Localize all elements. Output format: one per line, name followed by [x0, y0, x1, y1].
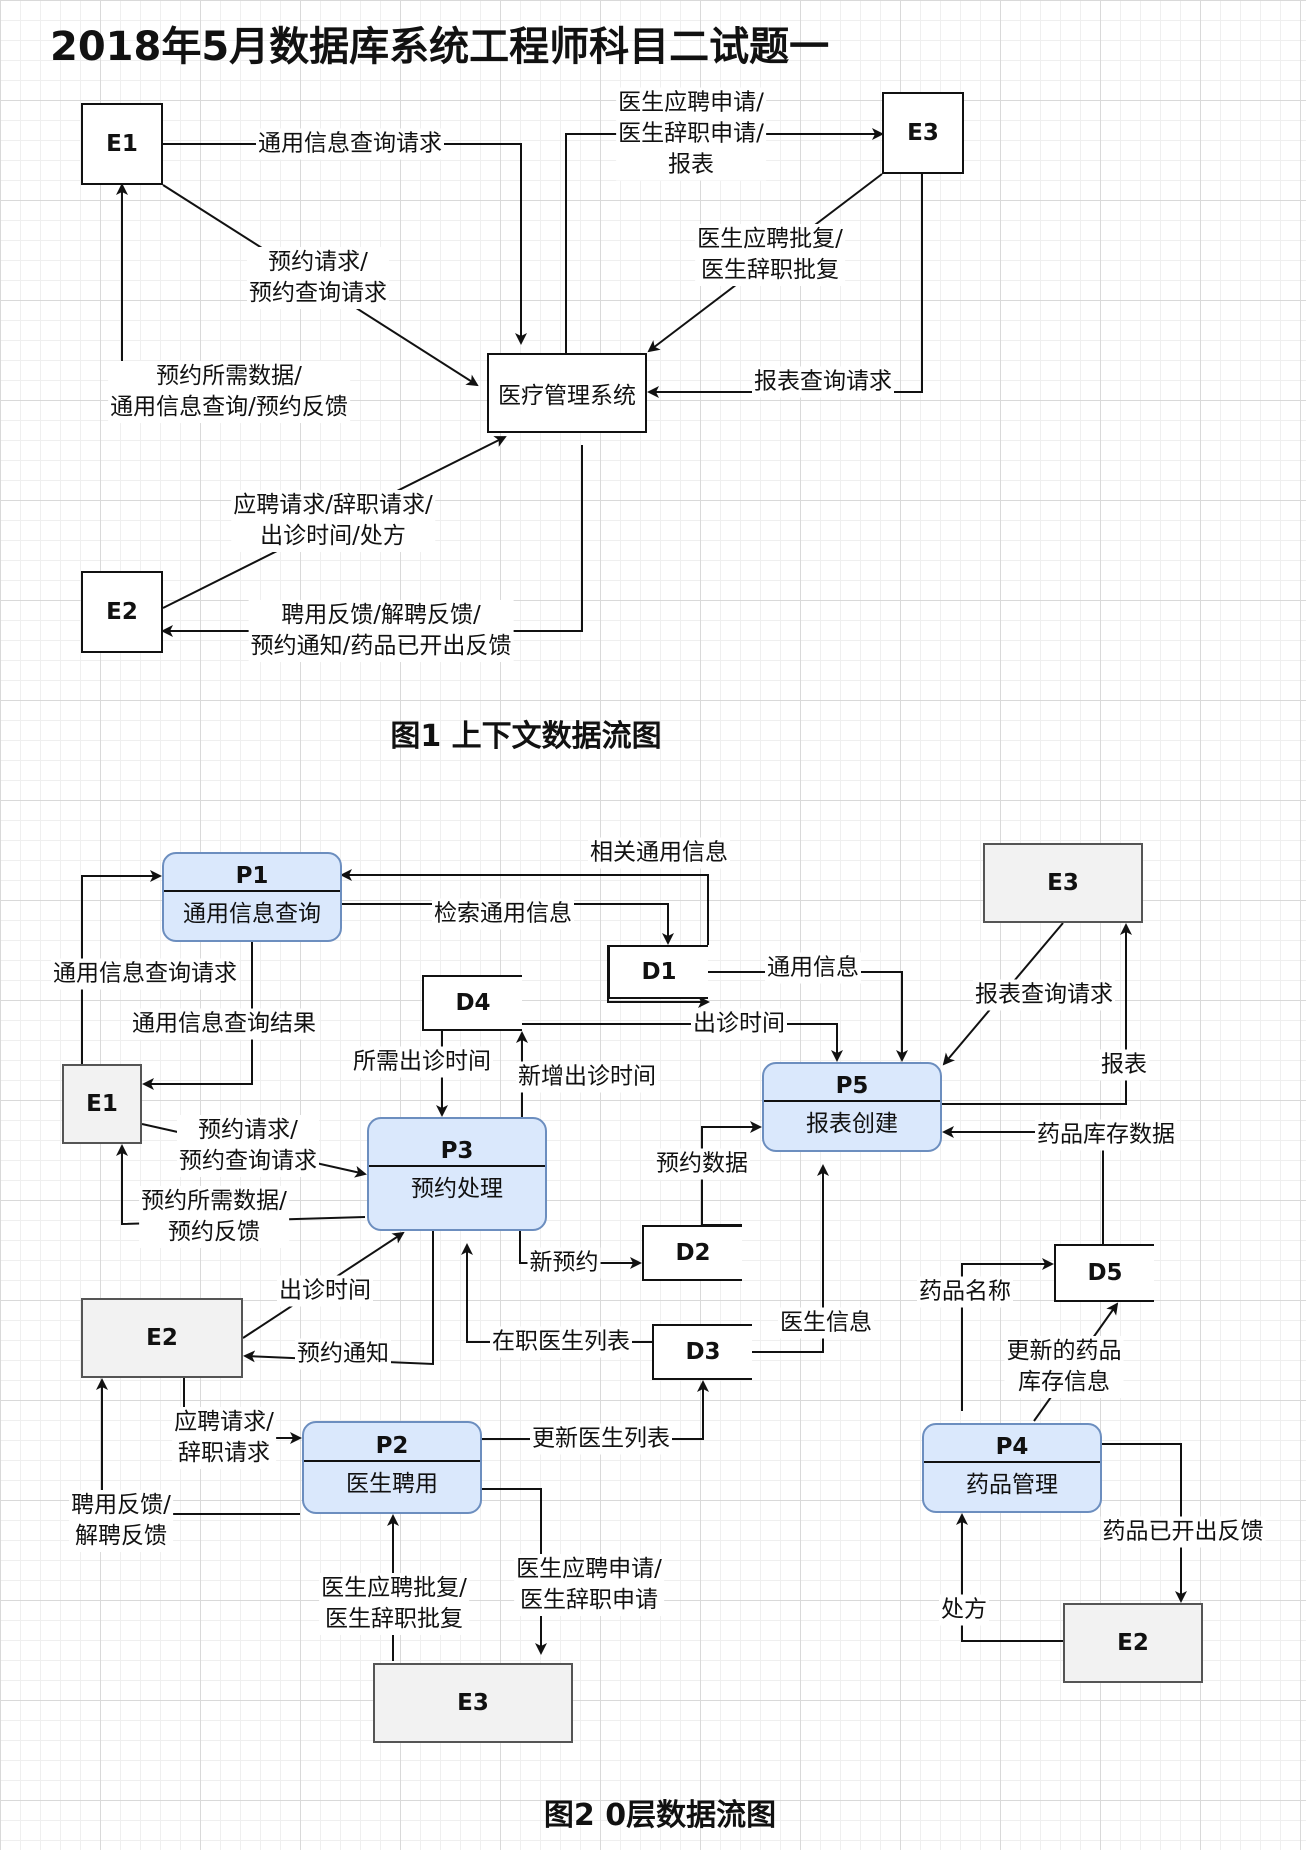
flow-drug-issued: 药品已开出反馈 [1100, 1516, 1266, 1548]
fig2-entity-e1: E1 [62, 1064, 142, 1144]
flow-approve: 医生应聘批复/ 医生辞职批复 [319, 1573, 469, 1635]
flow-doctor-info: 医生信息 [778, 1307, 874, 1339]
fig1-edge-report-query [647, 174, 923, 398]
flow-new-appt: 新预约 [527, 1247, 601, 1279]
process-p3: P3 预约处理 [367, 1117, 547, 1231]
store-d2: D2 [642, 1225, 742, 1281]
flow-clinic-time-d4: 出诊时间 [691, 1008, 787, 1040]
fig1-flow-general-query: 通用信息查询请求 [256, 128, 444, 160]
edge-related-info [340, 869, 709, 945]
flow-general-info: 通用信息 [765, 952, 861, 984]
flow-update-list: 更新医生列表 [530, 1423, 672, 1455]
flow-apply: 医生应聘申请/ 医生辞职申请 [514, 1554, 664, 1616]
flow-hire-feedback: 聘用反馈/ 解聘反馈 [69, 1490, 173, 1552]
process-p3-name: 预约处理 [411, 1176, 503, 1203]
flow-drug-stock: 药品库存数据 [1035, 1119, 1177, 1151]
process-p3-id: P3 [369, 1119, 545, 1168]
fig1-flow-e2-feedback: 聘用反馈/解聘反馈/ 预约通知/药品已开出反馈 [248, 600, 514, 662]
flow-general-query: 通用信息查询请求 [51, 958, 239, 990]
store-d1: D1 [608, 945, 708, 999]
flow-appt-request: 预约请求/ 预约查询请求 [177, 1115, 319, 1177]
process-p5: P5 报表创建 [762, 1062, 942, 1152]
edge-doctor-info [752, 1164, 829, 1353]
flow-appt-notice: 预约通知 [295, 1338, 391, 1370]
fig2-caption: 图2 0层数据流图 [543, 1798, 777, 1833]
fig1-flow-appt-feedback: 预约所需数据/ 通用信息查询/预约反馈 [108, 361, 350, 423]
flow-clinic-time-e2: 出诊时间 [277, 1275, 373, 1307]
process-p4-name: 药品管理 [966, 1471, 1058, 1498]
process-p1-name: 通用信息查询 [183, 900, 321, 927]
flow-report-query: 报表查询请求 [973, 979, 1115, 1011]
fig1-caption: 图1 上下文数据流图 [390, 719, 662, 754]
fig2-entity-e3-bottom: E3 [373, 1663, 573, 1743]
fig1-entity-e3: E3 [882, 92, 964, 174]
process-p2: P2 医生聘用 [302, 1421, 482, 1514]
flow-apply-resign: 应聘请求/ 辞职请求 [172, 1407, 276, 1469]
edge-prescription [956, 1513, 1063, 1642]
edge-drug-issued [1102, 1443, 1187, 1603]
fig2-entity-e3-top: E3 [983, 843, 1143, 923]
flow-appt-data: 预约所需数据/ 预约反馈 [139, 1186, 289, 1248]
flow-related-info: 相关通用信息 [588, 837, 730, 869]
fig1-flow-e3-approve: 医生应聘批复/ 医生辞职批复 [695, 224, 845, 286]
flow-report: 报表 [1099, 1049, 1149, 1081]
store-d4: D4 [422, 975, 522, 1031]
edge-report [942, 923, 1132, 1105]
edge-general-query [81, 870, 162, 1064]
page-title: 2018年5月数据库系统工程师科目二试题一 [50, 24, 830, 70]
edge-clinic-time-d4 [522, 1023, 843, 1062]
flow-updated-stock: 更新的药品 库存信息 [1004, 1336, 1124, 1398]
fig1-flow-e3-apply: 医生应聘申请/ 医生辞职申请/ 报表 [616, 87, 766, 181]
fig2-entity-e2-left: E2 [81, 1298, 243, 1378]
fig1-edge-general-query [163, 143, 527, 345]
flow-general-result: 通用信息查询结果 [130, 1008, 318, 1040]
process-p1: P1 通用信息查询 [162, 852, 342, 942]
store-d5: D5 [1054, 1244, 1154, 1302]
fig1-flow-e2-request: 应聘请求/辞职请求/ 出诊时间/处方 [231, 490, 435, 552]
edge-drug-name [961, 1258, 1054, 1411]
flow-needed-time: 所需出诊时间 [351, 1046, 493, 1078]
process-p1-id: P1 [164, 854, 340, 892]
fig1-entity-e1: E1 [81, 103, 163, 185]
fig1-entity-e2: E2 [81, 571, 163, 653]
flow-appt-stats: 预约数据 [654, 1148, 750, 1180]
fig1-system-node: 医疗管理系统 [487, 353, 647, 433]
process-p5-name: 报表创建 [806, 1110, 898, 1137]
flow-new-time: 新增出诊时间 [516, 1061, 658, 1093]
store-d3: D3 [652, 1324, 752, 1380]
flow-prescription: 处方 [939, 1594, 989, 1626]
flow-doctor-list: 在职医生列表 [490, 1326, 632, 1358]
flow-retrieve-info: 检索通用信息 [432, 898, 574, 930]
process-p4-id: P4 [924, 1425, 1100, 1463]
fig2-entity-e2-right: E2 [1063, 1603, 1203, 1683]
fig1-edge-e3-apply [565, 128, 884, 353]
fig1-flow-report-query: 报表查询请求 [752, 366, 894, 398]
edge-general-result [142, 942, 253, 1090]
process-p4: P4 药品管理 [922, 1423, 1102, 1513]
process-p2-name: 医生聘用 [346, 1471, 438, 1498]
process-p2-id: P2 [304, 1423, 480, 1463]
process-p5-id: P5 [764, 1064, 940, 1102]
fig1-flow-appt-request: 预约请求/ 预约查询请求 [247, 247, 389, 309]
flow-drug-name: 药品名称 [917, 1276, 1013, 1308]
